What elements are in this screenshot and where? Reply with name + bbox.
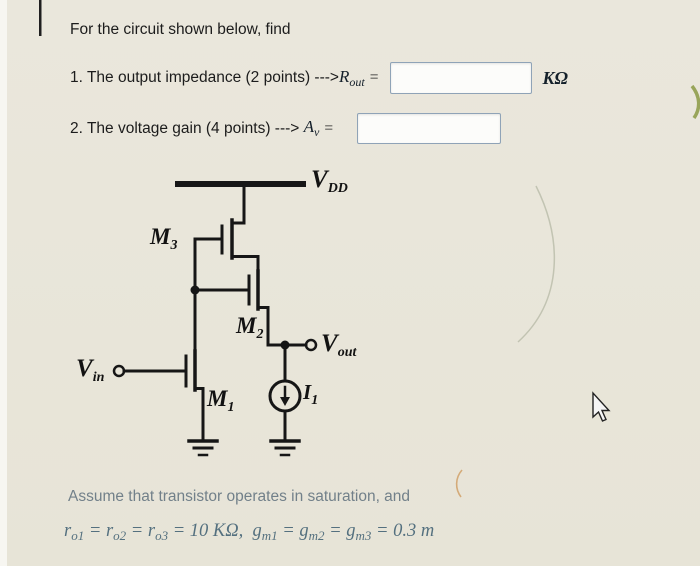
parameters-line: ro1 = ro2 = ro3 = 10 KΩ, gm1 = gm2 = gm3…: [64, 521, 435, 543]
m1-transistor: [112, 349, 205, 443]
vdd-label: VDD: [311, 166, 348, 196]
m2-label: M2: [236, 313, 264, 342]
q1-unit-label: KΩ: [542, 67, 568, 88]
m3-source-lead: [230, 185, 246, 225]
ground-symbol-left: [187, 439, 219, 457]
current-source-i1: [268, 343, 302, 443]
vout-label: Vout: [321, 330, 357, 360]
page-top-left-line: [39, 0, 42, 36]
q1-prefix-text: 1. The output impedance (2 points) --->: [70, 69, 339, 86]
stray-arc-mark: [517, 185, 556, 343]
ground-symbol-right: [269, 439, 301, 457]
vin-terminal: [112, 364, 126, 378]
q2-equals: =: [324, 119, 334, 137]
m1-source-lead: [193, 387, 205, 443]
m3-label: M3: [150, 224, 178, 253]
m1-label: M1: [207, 386, 235, 415]
assumption-text: Assume that transistor operates in satur…: [68, 488, 411, 505]
q2-variable: Av: [303, 117, 320, 139]
i1-circle: [268, 379, 302, 413]
q2-answer-input[interactable]: [357, 113, 502, 144]
m3-transistor: [193, 185, 260, 275]
question-intro: For the circuit shown below, find: [70, 21, 291, 38]
green-edge-mark: [690, 84, 700, 120]
mouse-cursor: [592, 391, 611, 422]
q2-prefix-text: 2. The voltage gain (4 points) --->: [70, 119, 304, 137]
vout-junction-dot: [280, 340, 290, 350]
question-1-row: 1. The output impedance (2 points) --->R…: [70, 62, 568, 94]
page-left-margin: [0, 0, 7, 566]
vout-terminal: [304, 338, 318, 352]
i1-arrow-head: [280, 397, 290, 406]
m3-drain-lead: [230, 255, 260, 275]
vin-label: Vin: [76, 355, 105, 385]
orange-paren-mark: [455, 469, 463, 498]
node-a-junction-dot: [190, 285, 200, 295]
question-2-row: 2. The voltage gain (4 points) ---> Av=: [70, 113, 502, 144]
q1-answer-input[interactable]: [390, 62, 533, 94]
q1-equals: =: [369, 69, 379, 86]
i1-label: I1: [303, 380, 319, 408]
q1-variable: Rout: [338, 66, 365, 89]
